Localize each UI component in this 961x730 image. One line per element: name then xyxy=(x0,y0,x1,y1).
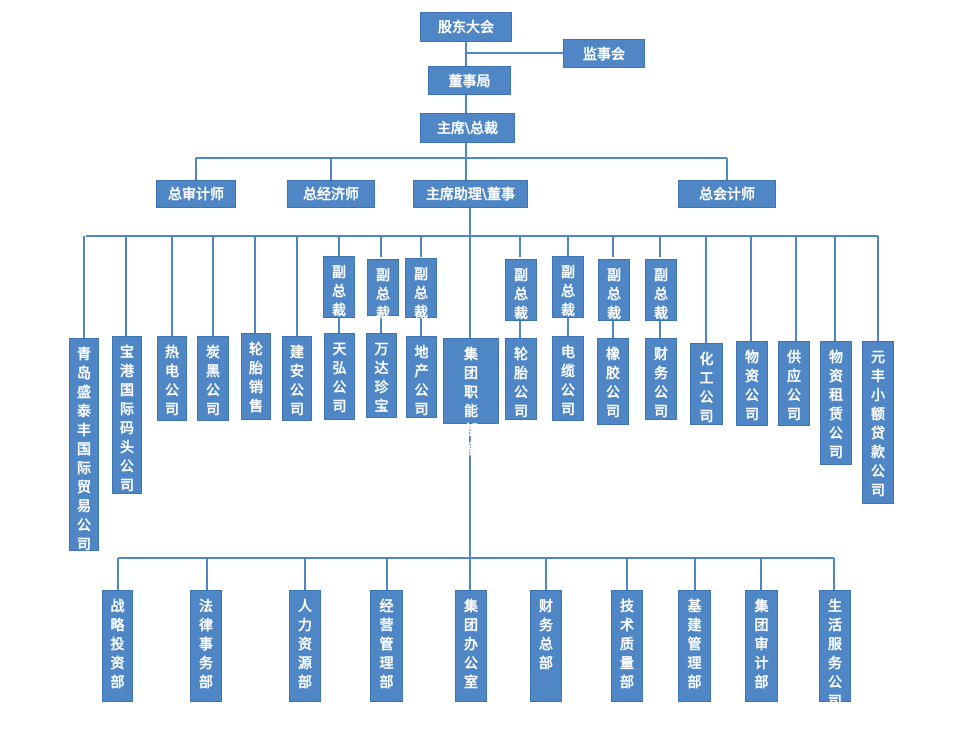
construction-box: 建安公司 xyxy=(282,336,312,421)
tire-sales-box: 轮胎销售 xyxy=(241,333,271,420)
thermal-power-box: 热电公司 xyxy=(157,336,187,421)
vp-4-box: 副总裁 xyxy=(505,259,537,322)
group-audit-box: 集团审计部 xyxy=(745,590,778,702)
chief-accountant-box: 总会计师 xyxy=(678,180,776,208)
assistant-box: 主席助理\董事 xyxy=(413,180,528,208)
shareholders-box: 股东大会 xyxy=(420,12,512,42)
group-office-box: 集团办公室 xyxy=(455,590,487,702)
real-estate-box: 地产公司 xyxy=(406,336,437,418)
supervisors-box: 监事会 xyxy=(563,39,645,68)
life-services-box: 生活服务公司 xyxy=(819,590,851,710)
rubber-company-box: 橡胶公司 xyxy=(597,338,629,425)
carbon-black-box: 炭黑公司 xyxy=(197,336,229,421)
cable-company-box: 电缆公司 xyxy=(552,336,584,421)
vp-2-box: 副总裁 xyxy=(367,259,399,322)
business-management-box: 经营管理部 xyxy=(370,590,403,702)
vp-3-box: 副总裁 xyxy=(405,258,437,321)
leasing-company-box: 物资租赁公司 xyxy=(820,341,852,465)
group-functions-box: 集团职能部室 xyxy=(443,338,499,458)
board-box: 董事局 xyxy=(428,66,511,95)
strategy-investment-box: 战略投资部 xyxy=(102,590,133,702)
tech-quality-box: 技术质量部 xyxy=(611,590,643,702)
wanda-jewelry-box: 万达珍宝 xyxy=(366,333,397,418)
chief-economist-box: 总经济师 xyxy=(287,180,375,208)
human-resources-box: 人力资源部 xyxy=(289,590,321,702)
tianhong-box: 天弘公司 xyxy=(324,333,355,420)
baogang-port-box: 宝港国际码头公司 xyxy=(112,336,142,494)
yuanfeng-loan-box: 元丰小额贷款公司 xyxy=(862,341,894,504)
vp-5-box: 副总裁 xyxy=(552,256,584,319)
tire-company-box: 轮胎公司 xyxy=(505,338,537,420)
vp-7-box: 副总裁 xyxy=(645,259,677,322)
materials-company-box: 物资公司 xyxy=(736,341,768,426)
capital-construction-box: 基建管理部 xyxy=(678,590,711,702)
legal-affairs-box: 法律事务部 xyxy=(190,590,222,702)
supply-company-box: 供应公司 xyxy=(778,341,810,426)
chief-auditor-box: 总审计师 xyxy=(156,180,236,208)
finance-company-box: 财务公司 xyxy=(645,338,677,420)
chairman-box: 主席\总裁 xyxy=(420,113,515,143)
qingdao-trade-box: 青岛盛泰丰国际贸易公司 xyxy=(69,338,99,553)
vp-6-box: 副总裁 xyxy=(598,259,630,322)
finance-dept-box: 财务总部 xyxy=(530,590,562,702)
vp-1-box: 副总裁 xyxy=(323,256,355,319)
chemical-company-box: 化工公司 xyxy=(690,343,723,425)
